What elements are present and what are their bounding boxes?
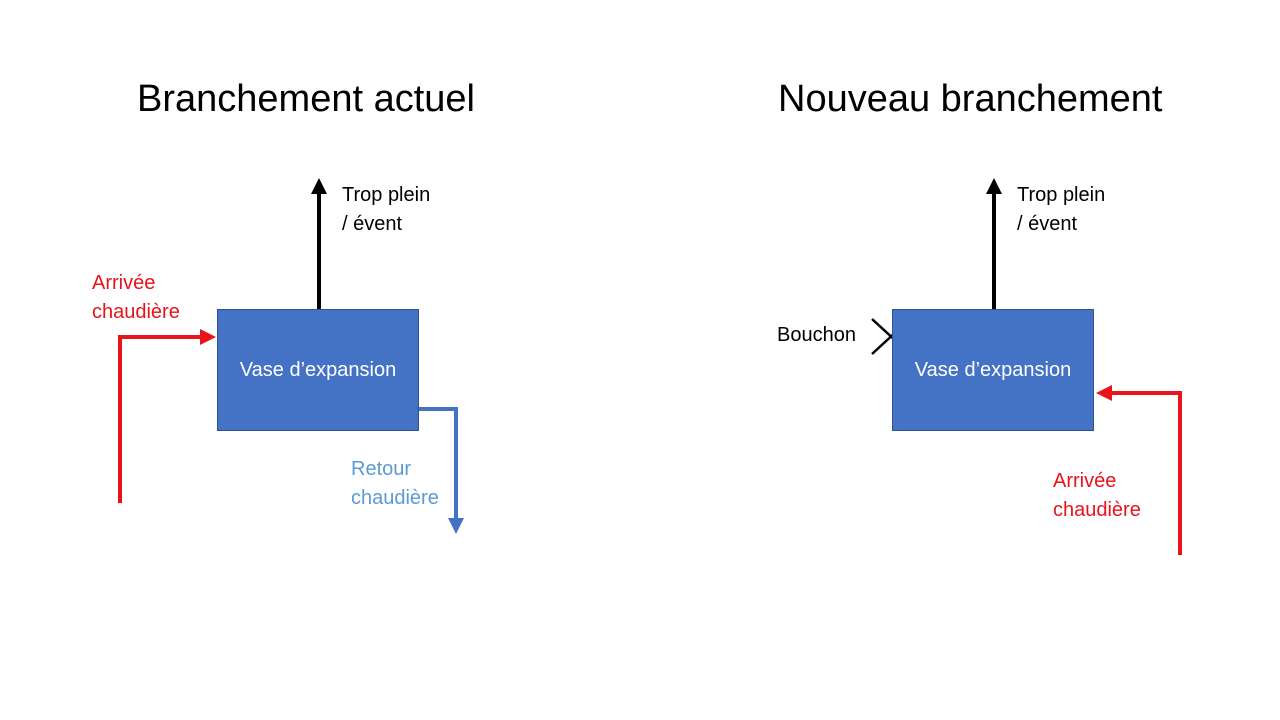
right-inlet-label: Arrivée chaudière — [1053, 470, 1141, 521]
left-inlet-pipe-arrow-right-icon — [118, 329, 216, 503]
left-expansion-tank: Vase d’expansion — [217, 309, 419, 431]
left-expansion-tank-label: Vase d’expansion — [239, 358, 397, 381]
plug-label: Bouchon — [777, 324, 856, 346]
left-return-label: Retour chaudière — [351, 458, 439, 509]
left-overflow-label: Trop plein / évent — [342, 184, 431, 235]
right-overflow-label: Trop plein / évent — [1017, 184, 1106, 235]
title-current-connection: Branchement actuel — [137, 78, 475, 120]
title-new-connection: Nouveau branchement — [778, 78, 1163, 120]
left-inlet-label: Arrivée chaudière — [92, 272, 180, 323]
right-expansion-tank-label: Vase d’expansion — [914, 358, 1072, 381]
right-expansion-tank: Vase d’expansion — [892, 309, 1094, 431]
